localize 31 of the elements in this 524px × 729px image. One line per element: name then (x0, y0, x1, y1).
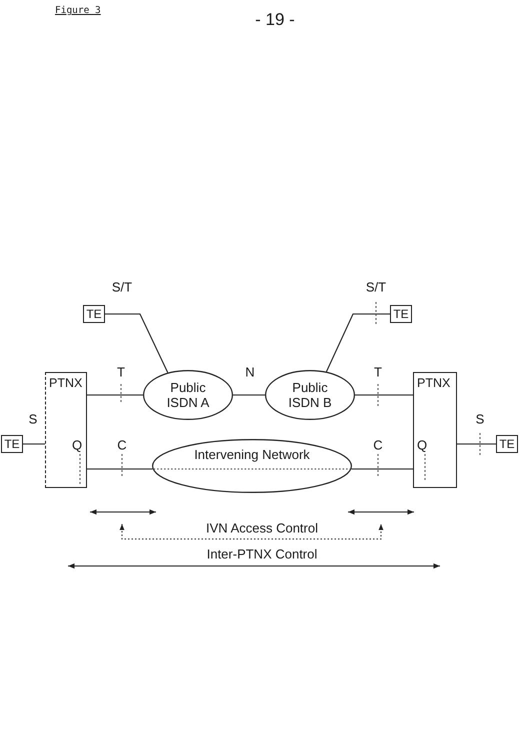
reference-point-label: C (117, 438, 127, 452)
connection-line (457, 443, 496, 445)
reference-point-label: N (245, 364, 255, 380)
connection-line (233, 394, 265, 396)
span-label: IVN Access Control (206, 520, 318, 536)
connection-line (87, 468, 153, 470)
reference-point-label: S (476, 412, 484, 426)
connection-line (105, 313, 168, 373)
reference-point-label: S/T (112, 280, 132, 294)
figure-title: Figure 3 (55, 4, 101, 17)
reference-point-label: T (117, 364, 125, 380)
reference-point-label: C (373, 438, 383, 452)
network-ellipse: Intervening Network (152, 439, 352, 493)
connection-line (23, 443, 45, 445)
reference-point-label: T (374, 364, 382, 380)
reference-point-label: S/T (366, 280, 386, 294)
terminal-box: TE (83, 305, 105, 323)
reference-point-label: S (28, 412, 38, 426)
page-number: - 19 - (255, 10, 295, 30)
terminal-box: TE (496, 435, 518, 453)
terminal-box: TE (1, 435, 23, 453)
connection-line (355, 394, 413, 396)
reference-point-label: Q (72, 438, 82, 452)
network-ellipse: Public ISDN B (265, 370, 355, 420)
network-ellipse: Public ISDN A (143, 370, 233, 420)
span-label: Inter-PTNX Control (206, 546, 318, 562)
connection-line (87, 394, 143, 396)
reference-point-label: Q (416, 438, 428, 452)
terminal-box: TE (390, 305, 412, 323)
connection-line (351, 468, 413, 470)
connection-line (326, 313, 390, 372)
